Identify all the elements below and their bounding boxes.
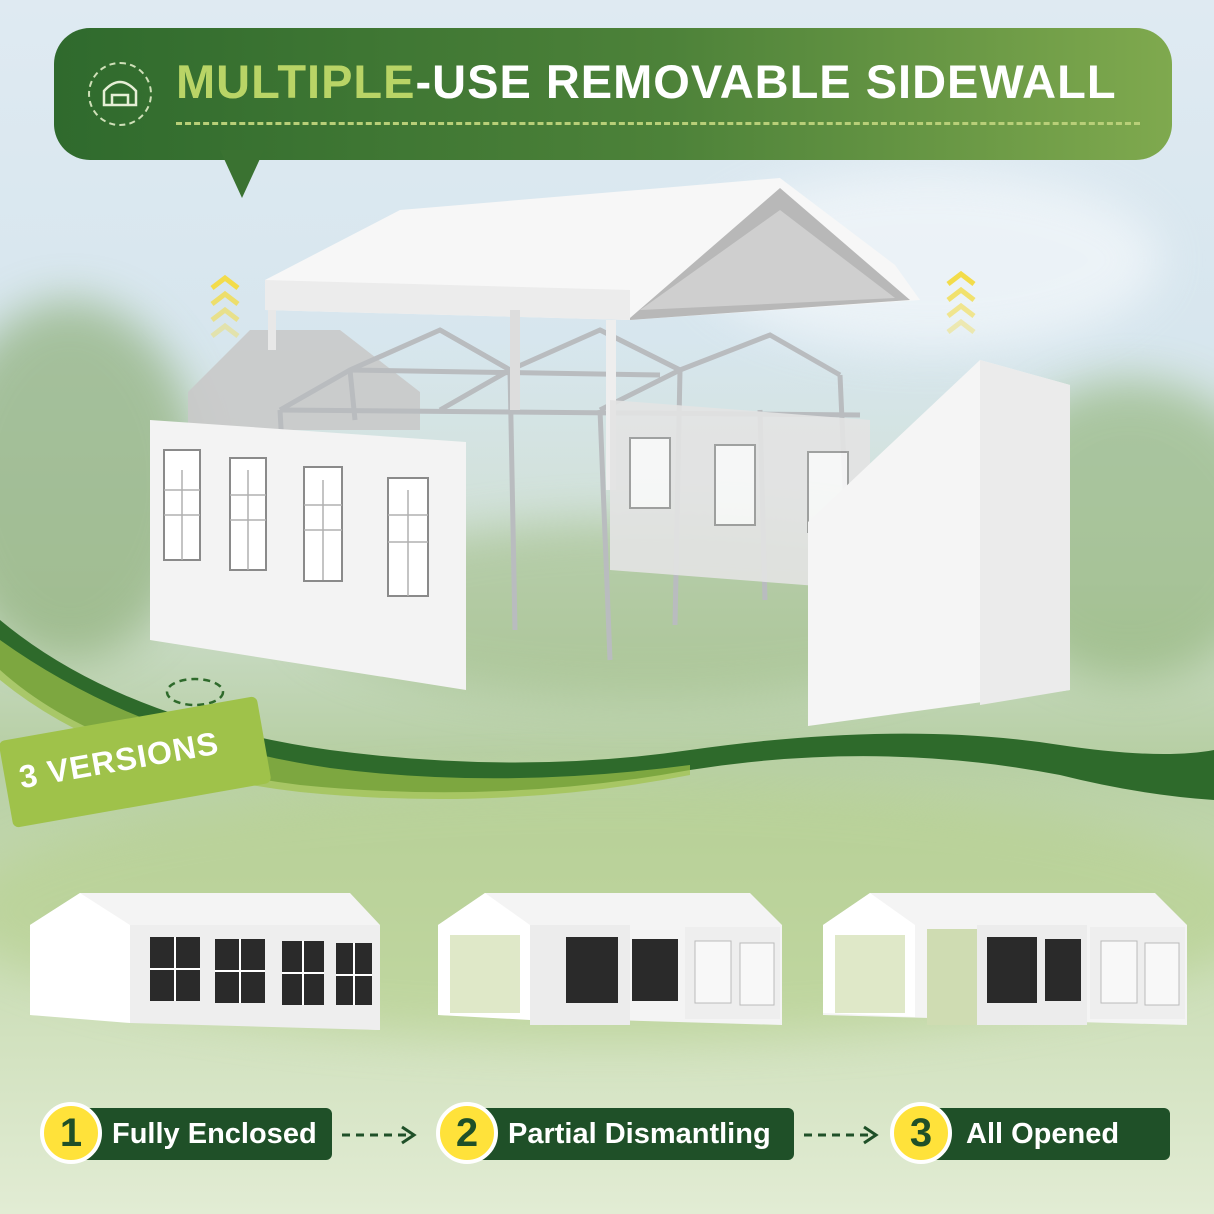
step-1-pill: Fully Enclosed bbox=[72, 1108, 332, 1160]
tent-fully-enclosed bbox=[30, 893, 380, 1030]
dashed-arrow-icon bbox=[342, 1125, 417, 1145]
banner-pointer bbox=[220, 150, 264, 198]
up-chevrons-icon bbox=[946, 270, 976, 334]
step-2-number: 2 bbox=[436, 1102, 498, 1164]
header-banner bbox=[54, 28, 1172, 160]
step-1-label: Fully Enclosed bbox=[112, 1117, 317, 1150]
banner-title-highlight: MULTIPLE bbox=[176, 55, 416, 108]
step-3-label: All Opened bbox=[966, 1117, 1120, 1150]
exploded-tent-illustration bbox=[150, 178, 1070, 726]
roof-canopy bbox=[265, 178, 920, 490]
tent-partial-dismantling bbox=[438, 893, 782, 1025]
front-side-wall-panel bbox=[150, 420, 466, 690]
tag-string bbox=[165, 677, 225, 707]
banner-title: MULTIPLE-USE REMOVABLE SIDEWALL bbox=[176, 54, 1117, 109]
step-2-label: Partial Dismantling bbox=[508, 1117, 771, 1150]
step-3-number: 3 bbox=[890, 1102, 952, 1164]
up-chevrons-icon bbox=[210, 274, 240, 338]
tent-outline-icon bbox=[88, 62, 152, 126]
step-3-pill: All Opened bbox=[922, 1108, 1170, 1160]
tent-all-opened bbox=[823, 893, 1187, 1025]
back-end-wall bbox=[188, 330, 420, 430]
dashed-arrow-icon bbox=[804, 1125, 879, 1145]
banner-title-rest: -USE REMOVABLE SIDEWALL bbox=[415, 55, 1117, 108]
step-1-number: 1 bbox=[40, 1102, 102, 1164]
banner-underline bbox=[176, 122, 1140, 125]
step-2-pill: Partial Dismantling bbox=[468, 1108, 794, 1160]
